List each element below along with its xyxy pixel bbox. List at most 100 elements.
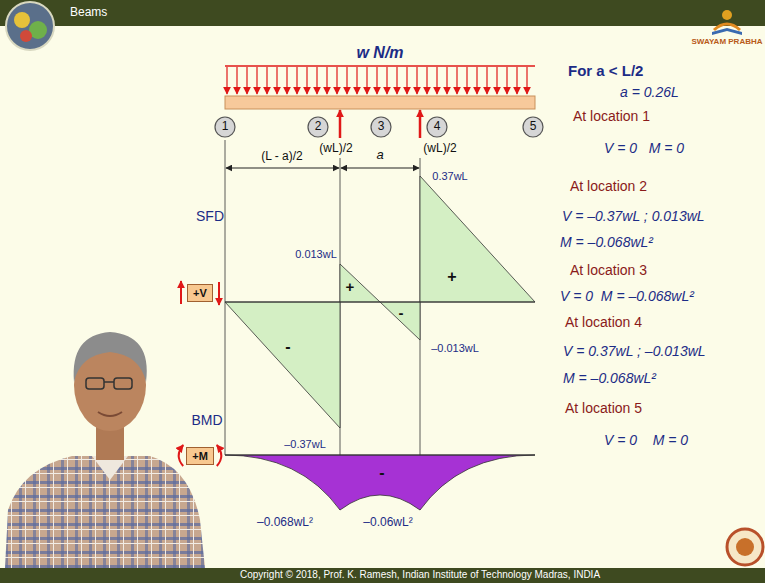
presenter-figure <box>5 332 205 568</box>
load-arrow <box>246 67 247 94</box>
sign-convention-arrows <box>179 281 222 466</box>
sign-convention-box: +V <box>187 284 213 302</box>
load-arrow <box>326 67 327 94</box>
load-arrow <box>336 67 337 94</box>
location-result: V = 0 M = 0 <box>604 140 684 156</box>
load-arrow <box>436 67 437 94</box>
institute-seal <box>727 529 763 565</box>
location-marker: 2 <box>307 116 329 138</box>
load-arrow <box>426 67 427 94</box>
case-heading: For a < L/2 <box>568 62 643 79</box>
load-arrow <box>226 67 227 94</box>
reaction-label: (wL)/2 <box>423 142 456 156</box>
load-arrow <box>456 67 457 94</box>
load-arrow <box>466 67 467 94</box>
dimension-label: a <box>376 148 383 163</box>
location-result: V = –0.37wL ; 0.013wL <box>562 208 705 224</box>
shear-force-diagram <box>225 176 535 428</box>
location-marker: 3 <box>370 116 392 138</box>
location-marker: 1 <box>214 116 236 138</box>
moment-arrow <box>179 445 184 466</box>
reaction-arrow <box>339 110 342 138</box>
location-heading: At location 5 <box>565 400 642 416</box>
course-logo <box>6 2 54 50</box>
sign-mark: - <box>379 464 384 482</box>
diagram-name: SFD <box>196 208 224 224</box>
reaction-arrow <box>419 110 422 138</box>
load-arrow <box>306 67 307 94</box>
bending-moment-diagram <box>225 455 535 510</box>
dimension-line <box>226 168 339 169</box>
location-number: 1 <box>222 120 229 133</box>
footer-bar <box>0 568 765 583</box>
load-arrow <box>506 67 507 94</box>
load-arrow <box>386 67 387 94</box>
moment-value: –0.06wL² <box>363 516 412 530</box>
load-arrow <box>526 67 527 94</box>
header-bar <box>0 0 765 26</box>
load-arrow <box>416 67 417 94</box>
load-arrow <box>446 67 447 94</box>
location-marker: 4 <box>426 116 448 138</box>
load-intensity: w N/m <box>356 44 403 62</box>
case-value: a = 0.26L <box>620 84 679 100</box>
load-arrow <box>316 67 317 94</box>
load-arrow <box>496 67 497 94</box>
location-heading: At location 3 <box>570 262 647 278</box>
load-arrow <box>346 67 347 94</box>
location-result: V = 0 M = 0 <box>604 432 688 448</box>
load-arrow <box>376 67 377 94</box>
logo-text: SWAYAM PRABHA <box>692 37 763 46</box>
diagram-name: BMD <box>191 412 222 428</box>
load-arrow <box>236 67 237 94</box>
swayam-prabha-icon <box>712 10 742 35</box>
location-number: 3 <box>378 120 385 133</box>
location-result: V = 0.37wL ; –0.013wL <box>563 343 706 359</box>
moment-arrow <box>217 445 222 466</box>
location-result: M = –0.068wL² <box>563 370 656 386</box>
load-line <box>225 65 535 67</box>
slide-title: Beams <box>70 6 107 20</box>
guide-line <box>225 140 226 455</box>
location-heading: At location 4 <box>565 314 642 330</box>
shear-value: 0.37wL <box>432 170 467 183</box>
distributed-load <box>227 67 527 94</box>
location-heading: At location 1 <box>573 108 650 124</box>
location-heading: At location 2 <box>570 178 647 194</box>
load-arrow <box>356 67 357 94</box>
moment-value: –0.068wL² <box>257 516 313 530</box>
shear-value: –0.013wL <box>431 342 479 355</box>
shear-value: 0.013wL <box>295 248 337 261</box>
shear-arrow <box>218 282 220 305</box>
dimension-line <box>341 168 419 169</box>
reaction-label: (wL)/2 <box>319 142 352 156</box>
shear-value: –0.37wL <box>284 438 326 451</box>
dimension-label: (L - a)/2 <box>261 150 303 164</box>
sign-mark: + <box>346 278 355 295</box>
location-result: V = 0 M = –0.068wL² <box>560 288 694 304</box>
location-number: 4 <box>434 120 441 133</box>
copyright-note: Copyright © 2018, Prof. K. Ramesh, India… <box>240 569 600 581</box>
load-arrow <box>256 67 257 94</box>
load-arrow <box>296 67 297 94</box>
load-arrow <box>276 67 277 94</box>
location-number: 5 <box>530 120 537 133</box>
beam <box>225 96 535 109</box>
load-arrow <box>366 67 367 94</box>
load-arrow <box>266 67 267 94</box>
sign-mark: - <box>285 338 290 356</box>
load-arrow <box>396 67 397 94</box>
load-arrow <box>406 67 407 94</box>
location-result: M = –0.068wL² <box>560 234 653 250</box>
load-arrow <box>286 67 287 94</box>
load-arrow <box>476 67 477 94</box>
location-number: 2 <box>315 120 322 133</box>
sign-label: +V <box>193 287 207 299</box>
shear-arrow <box>180 281 182 304</box>
sign-mark: - <box>399 304 404 321</box>
sign-mark: + <box>447 268 456 286</box>
sign-convention-box: +M <box>186 447 214 465</box>
load-arrow <box>516 67 517 94</box>
location-marker: 5 <box>522 116 544 138</box>
sign-label: +M <box>192 450 208 462</box>
